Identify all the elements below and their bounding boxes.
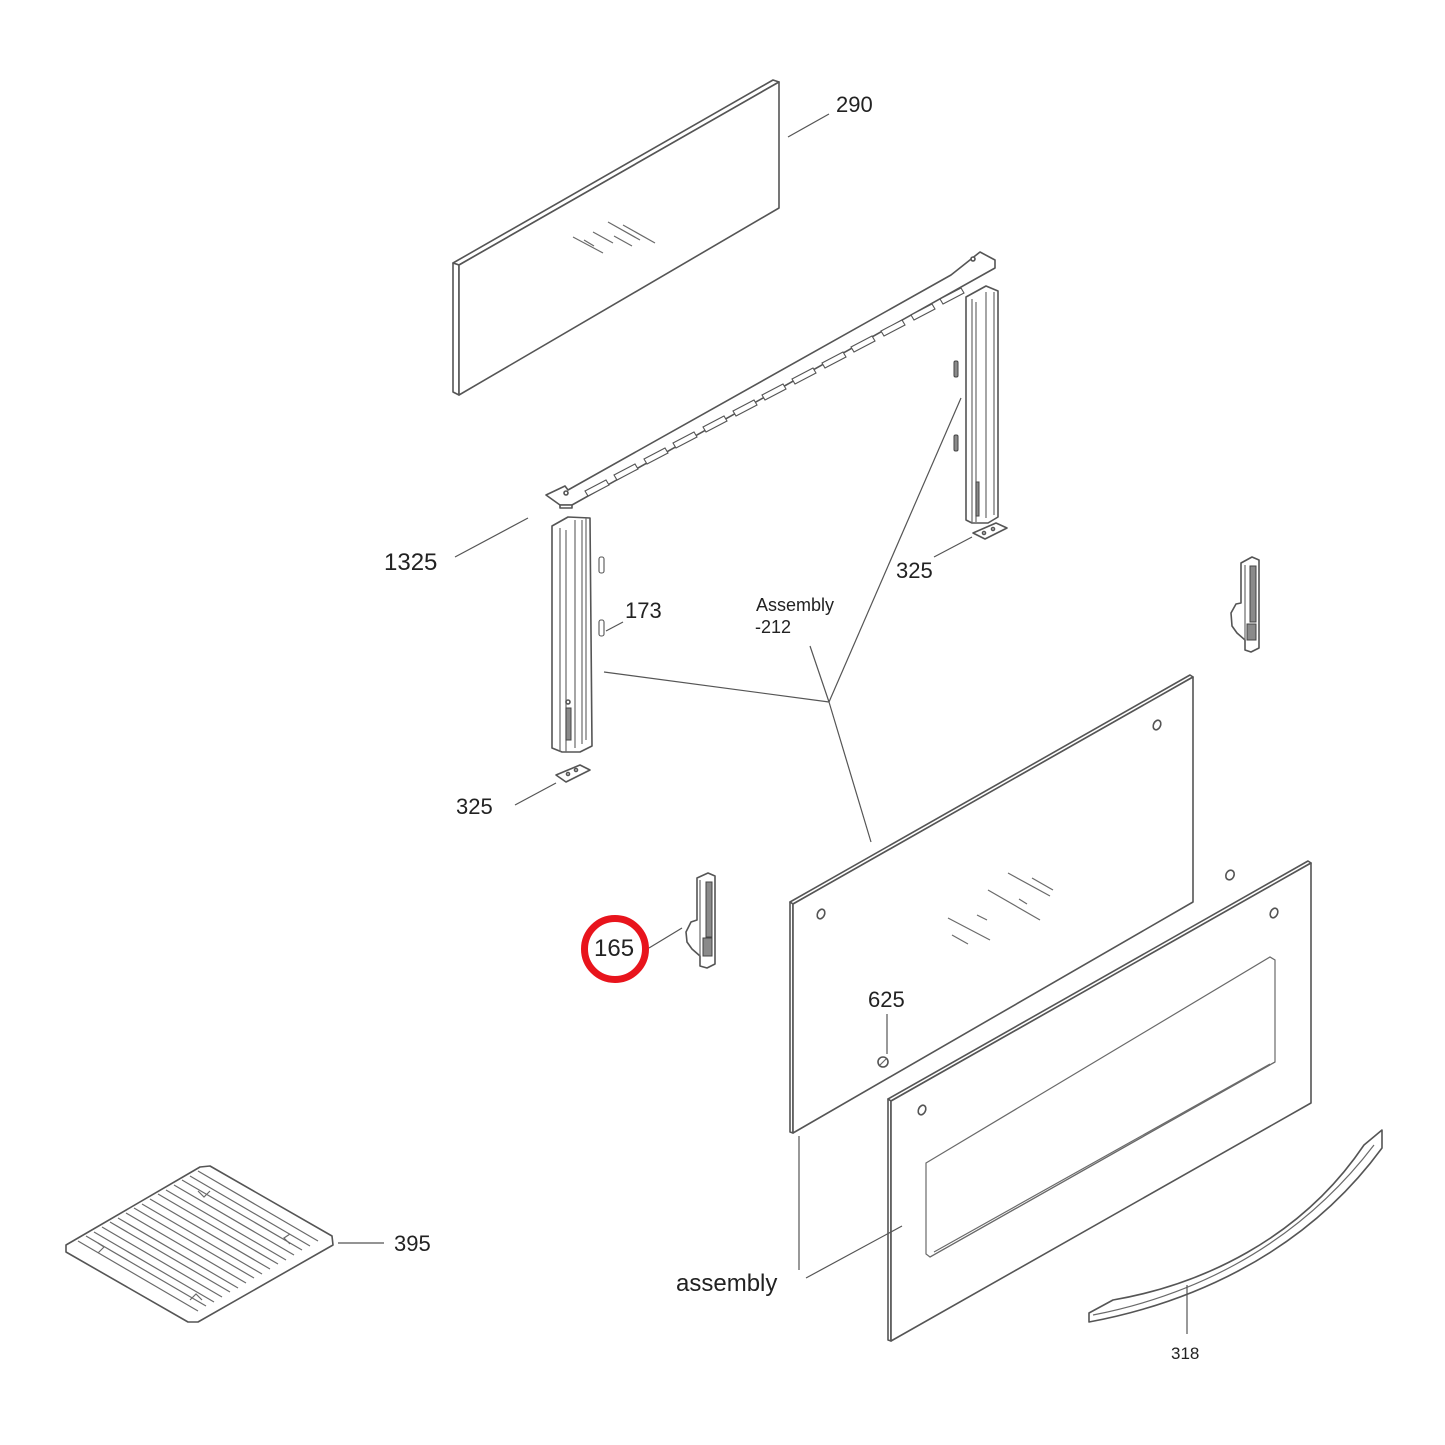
highlight-ring-165 <box>581 915 649 983</box>
callout-395[interactable]: 395 <box>394 1231 431 1256</box>
left-door-side-channel[interactable] <box>551 516 593 753</box>
right-door-side-channel[interactable] <box>965 285 999 524</box>
leader-1325 <box>454 517 529 558</box>
right-channel-clips[interactable] <box>953 360 959 452</box>
callout-625[interactable]: 625 <box>868 987 905 1012</box>
trim-strip-slots <box>584 287 965 497</box>
assembly-212-leaders <box>603 397 962 843</box>
callout-assembly[interactable]: assembly <box>676 1270 778 1297</box>
assembly-leaders <box>798 1136 903 1279</box>
top-door-trim-strip[interactable] <box>545 251 996 509</box>
callout-173[interactable]: 173 <box>625 598 662 623</box>
callout-325-left[interactable]: 325 <box>456 794 493 819</box>
callout-1325[interactable]: 1325 <box>384 549 438 576</box>
leader-290 <box>787 113 830 138</box>
inner-door-glass-panel[interactable] <box>789 674 1194 1134</box>
callout-165[interactable]: 165 <box>594 935 635 962</box>
right-channel-bracket-plate[interactable] <box>972 522 1008 540</box>
leader-325-right <box>933 536 973 558</box>
door-side-channel-clip[interactable] <box>598 556 605 637</box>
callout-assembly-212-line2[interactable]: -212 <box>755 617 792 637</box>
leader-173 <box>605 621 624 632</box>
oven-wire-rack[interactable] <box>65 1165 334 1323</box>
leader-325-left <box>514 782 557 806</box>
callout-325-right[interactable]: 325 <box>896 558 933 583</box>
glass-retaining-screw[interactable] <box>877 1056 889 1068</box>
left-channel-bracket-plate[interactable] <box>555 764 591 783</box>
door-handle[interactable] <box>1088 1129 1383 1323</box>
door-hinge[interactable] <box>685 872 716 969</box>
callout-assembly-212-line1[interactable]: Assembly <box>756 595 835 615</box>
leader-165 <box>648 927 683 949</box>
right-door-hinge[interactable] <box>1230 556 1260 653</box>
callout-290[interactable]: 290 <box>836 92 873 117</box>
outer-door-glass-assembly[interactable] <box>887 860 1312 1342</box>
callout-318[interactable]: 318 <box>1171 1344 1200 1363</box>
outer-top-glass-panel[interactable] <box>452 79 780 396</box>
